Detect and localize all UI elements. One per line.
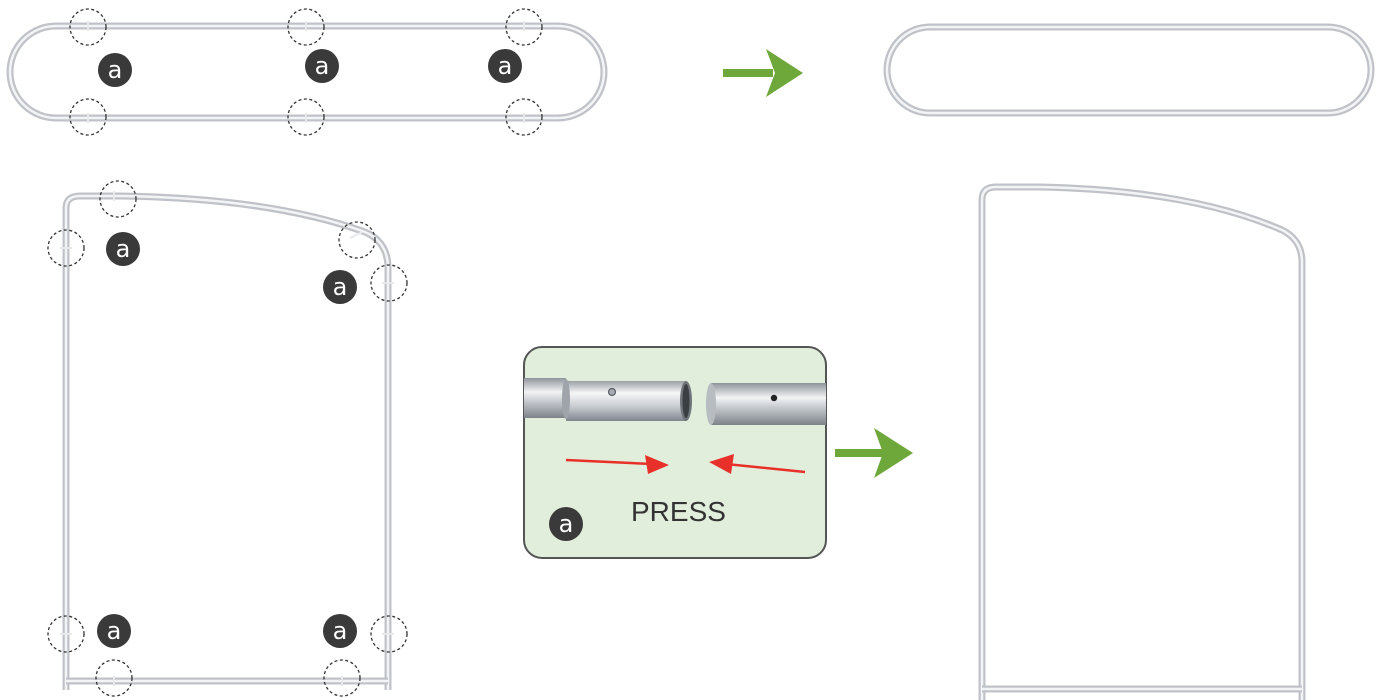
press-label: PRESS [631,496,726,527]
left-tube-image [524,378,692,421]
svg-text:a: a [333,617,348,645]
part-a-badge: a [98,53,132,87]
connector-marker [47,180,408,697]
svg-text:a: a [116,235,131,263]
panel-frame-assembled [978,183,1306,700]
connector-marker [69,8,543,136]
part-a-badge: a [97,614,131,648]
svg-text:a: a [559,510,574,538]
svg-text:a: a [333,273,348,301]
oval-frame-unassembled [6,21,608,123]
part-a-badge: a [488,49,522,83]
right-arrow-icon [723,49,803,97]
right-tube-image [706,383,826,425]
part-a-badge: a [323,270,357,304]
part-a-badge: a [323,614,357,648]
part-a-badge: a [106,232,140,266]
oval-frame-assembled [883,23,1375,117]
part-a-badge: a [549,507,583,541]
converging-arrows-icon [565,454,806,474]
svg-text:a: a [315,52,330,80]
panel-frame-unassembled [60,191,394,690]
right-arrow-icon [835,428,913,478]
press-detail-panel: PRESS a [523,346,827,559]
svg-text:a: a [107,617,122,645]
part-a-badge: a [305,49,339,83]
svg-text:a: a [498,52,513,80]
svg-text:a: a [108,56,123,84]
